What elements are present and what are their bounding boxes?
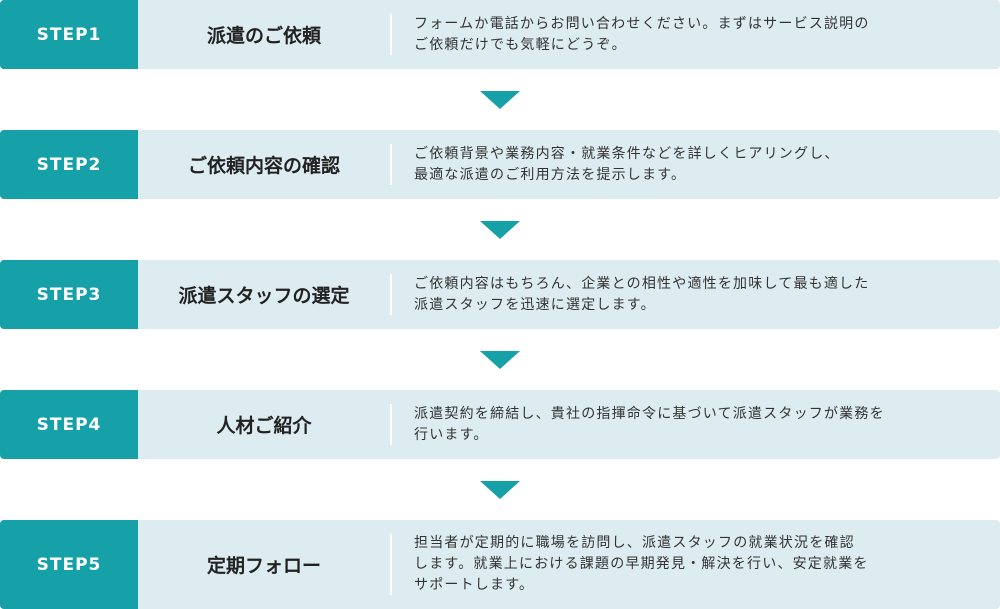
step-3-description: ご依頼内容はもちろん、企業との相性や適性を加味して最も適した 派遣スタッフを迅速… [414, 275, 870, 313]
step-5-description-box: 担当者が定期的に職場を訪問し、派遣スタッフの就業状況を確認 します。就業上におけ… [392, 520, 1000, 609]
step-2-title: ご依頼内容の確認 [187, 155, 340, 177]
step-4-divider [390, 404, 392, 445]
step-3-title: 派遣スタッフの選定 [178, 285, 350, 307]
step-1-label: STEP1 [0, 0, 138, 69]
down-arrow-icon [480, 91, 520, 109]
step-5-divider [390, 534, 392, 595]
step-4-label: STEP4 [0, 390, 138, 459]
step-1-description: フォームか電話からお問い合わせください。まずはサービス説明の ご依頼だけでも気軽… [414, 15, 870, 53]
step-4-row: STEP4 人材ご紹介 派遣契約を締結し、貴社の指揮命令に基づいて派遣スタッフが… [0, 390, 1000, 459]
step-1-divider [390, 14, 392, 55]
step-1-row: STEP1 派遣のご依頼 フォームか電話からお問い合わせください。まずはサービス… [0, 0, 1000, 69]
step-3-divider [390, 274, 392, 315]
step-4-description: 派遣契約を締結し、貴社の指揮命令に基づいて派遣スタッフが業務を 行います。 [414, 405, 885, 443]
step-2-divider [390, 144, 392, 185]
down-arrow-icon [480, 481, 520, 499]
step-2-label: STEP2 [0, 130, 138, 199]
down-arrow-icon [480, 351, 520, 369]
step-3-row: STEP3 派遣スタッフの選定 ご依頼内容はもちろん、企業との相性や適性を加味し… [0, 260, 1000, 329]
step-5-description: 担当者が定期的に職場を訪問し、派遣スタッフの就業状況を確認 します。就業上におけ… [414, 535, 869, 593]
step-5-label: STEP5 [0, 520, 138, 609]
step-5-title: 定期フォロー [206, 555, 321, 577]
step-4-description-box: 派遣契約を締結し、貴社の指揮命令に基づいて派遣スタッフが業務を 行います。 [392, 390, 1000, 459]
down-arrow-icon [480, 221, 520, 239]
step-1-title: 派遣のご依頼 [206, 25, 321, 47]
step-5-row: STEP5 定期フォロー 担当者が定期的に職場を訪問し、派遣スタッフの就業状況を… [0, 520, 1000, 609]
step-1-description-box: フォームか電話からお問い合わせください。まずはサービス説明の ご依頼だけでも気軽… [392, 0, 1000, 69]
step-3-label: STEP3 [0, 260, 138, 329]
step-2-description-box: ご依頼背景や業務内容・就業条件などを詳しくヒアリングし、 最適な派遣のご利用方法… [392, 130, 1000, 199]
step-2-description: ご依頼背景や業務内容・就業条件などを詳しくヒアリングし、 最適な派遣のご利用方法… [414, 145, 840, 183]
step-3-description-box: ご依頼内容はもちろん、企業との相性や適性を加味して最も適した 派遣スタッフを迅速… [392, 260, 1000, 329]
step-4-title: 人材ご紹介 [216, 415, 312, 437]
step-2-row: STEP2 ご依頼内容の確認 ご依頼背景や業務内容・就業条件などを詳しくヒアリン… [0, 130, 1000, 199]
